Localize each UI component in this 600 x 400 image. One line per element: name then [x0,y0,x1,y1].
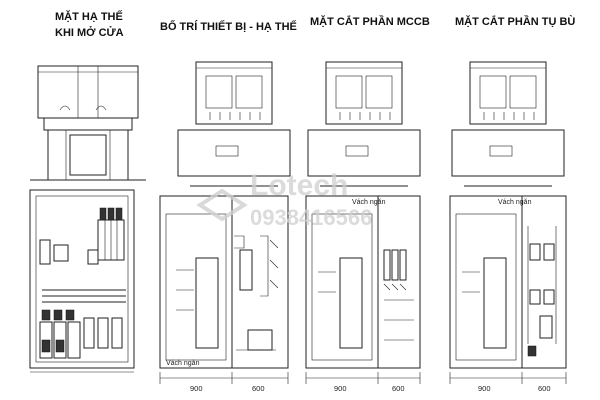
watermark-brand: Lotech [250,169,348,202]
dim-600-view3: 600 [392,384,405,393]
label-vach-ngan-view2: Vách ngăn [166,360,200,367]
title-view1-line2: KHI MỞ CỬA [55,26,124,39]
title-view2: BỐ TRÍ THIẾT BỊ - HẠ THẾ [160,19,297,33]
label-vach-ngan-view4: Vách ngăn [498,199,532,206]
watermark: Lotech 0938416566 [196,169,372,230]
dim-600-view2: 600 [252,384,265,393]
view3-mccb-section: Vách ngăn 900 600 [305,61,421,393]
view4-capacitor-section: Vách ngăn 900 600 [449,61,567,393]
title-view3: MẶT CẮT PHẦN MCCB [310,15,430,28]
watermark-phone: 0938416566 [250,205,372,230]
view1-front-open [29,65,146,373]
dim-600-view4: 600 [538,384,551,393]
dim-900-view4: 900 [478,384,491,393]
view2-equipment-layout: Vách ngăn 900 600 [159,61,291,393]
label-vach-ngan-view3: Vách ngăn [352,199,386,206]
title-view4: MẶT CẮT PHẦN TỤ BÙ [455,15,575,28]
title-view1-line1: MẶT HẠ THẾ [55,10,123,23]
watermark-logo-icon [196,188,248,222]
dim-900-view3: 900 [334,384,347,393]
dim-900-view2: 900 [190,384,203,393]
